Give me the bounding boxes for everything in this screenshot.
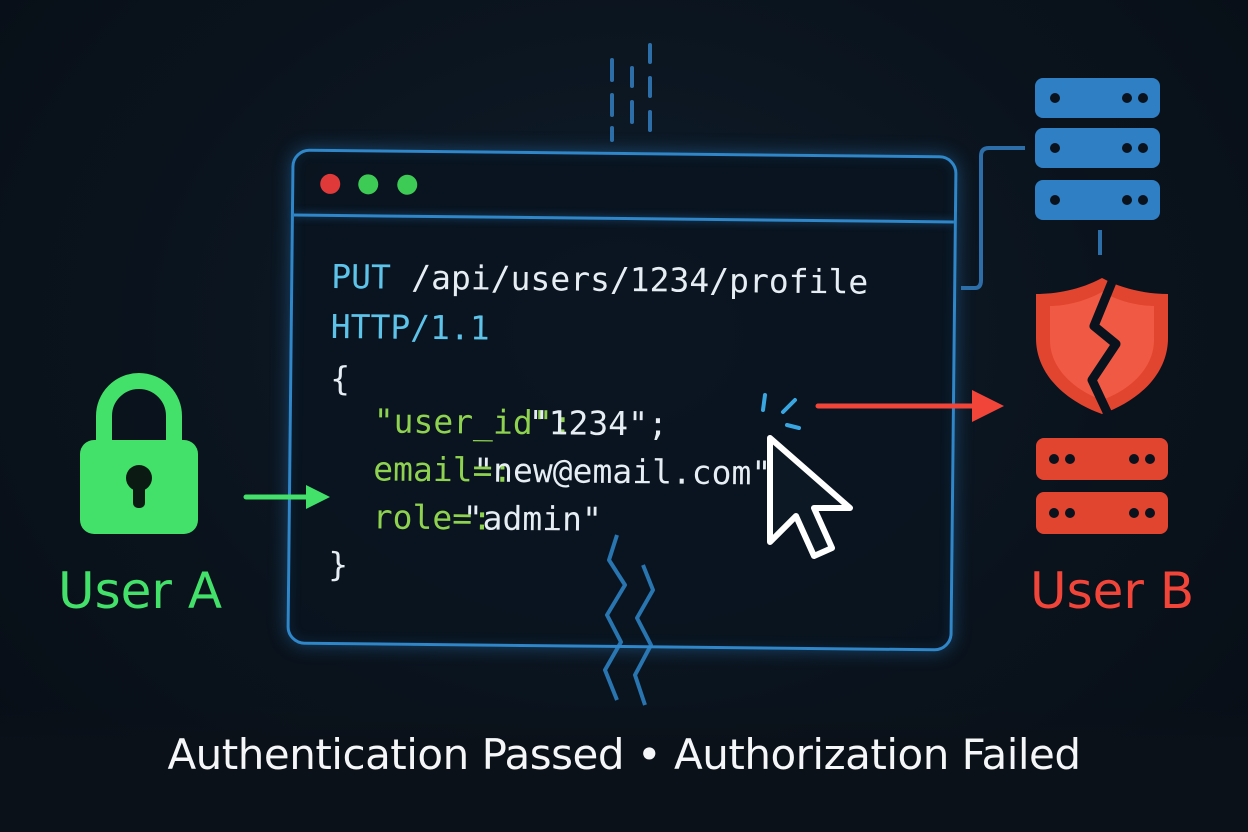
window-close-dot[interactable] — [320, 173, 341, 195]
server-stack-bottom-icon — [1036, 438, 1168, 534]
top-dashed-lines — [610, 43, 652, 142]
lock-icon — [80, 373, 198, 534]
request-path: /api/users/1234/profile — [411, 257, 869, 302]
body-brace-close: } — [328, 544, 349, 585]
broken-shield-icon — [1036, 278, 1168, 416]
window-maximize-dot[interactable] — [397, 174, 418, 195]
red-arrow — [815, 390, 1004, 422]
click-burst — [761, 393, 801, 430]
caption-band — [0, 705, 1248, 832]
user-a-label: User A — [58, 562, 223, 620]
server-connector — [961, 146, 1102, 290]
http-protocol: HTTP/1.1 — [330, 306, 490, 348]
body-brace-open: { — [330, 358, 351, 399]
title-bar-divider — [293, 213, 954, 224]
field-value-email: "new@email.com"; — [473, 450, 792, 493]
window-crack — [603, 534, 655, 706]
field-value-user-id: "1234"; — [528, 403, 669, 444]
server-stack-top-icon — [1035, 78, 1160, 220]
window-minimize-dot[interactable] — [358, 174, 379, 195]
http-method: PUT — [331, 256, 392, 297]
green-arrow — [243, 485, 330, 509]
caption: Authentication Passed • Authorization Fa… — [167, 730, 1081, 779]
user-b-label: User B — [1030, 562, 1195, 620]
field-value-role: "admin" — [462, 498, 603, 539]
mouse-cursor-icon — [767, 435, 853, 559]
